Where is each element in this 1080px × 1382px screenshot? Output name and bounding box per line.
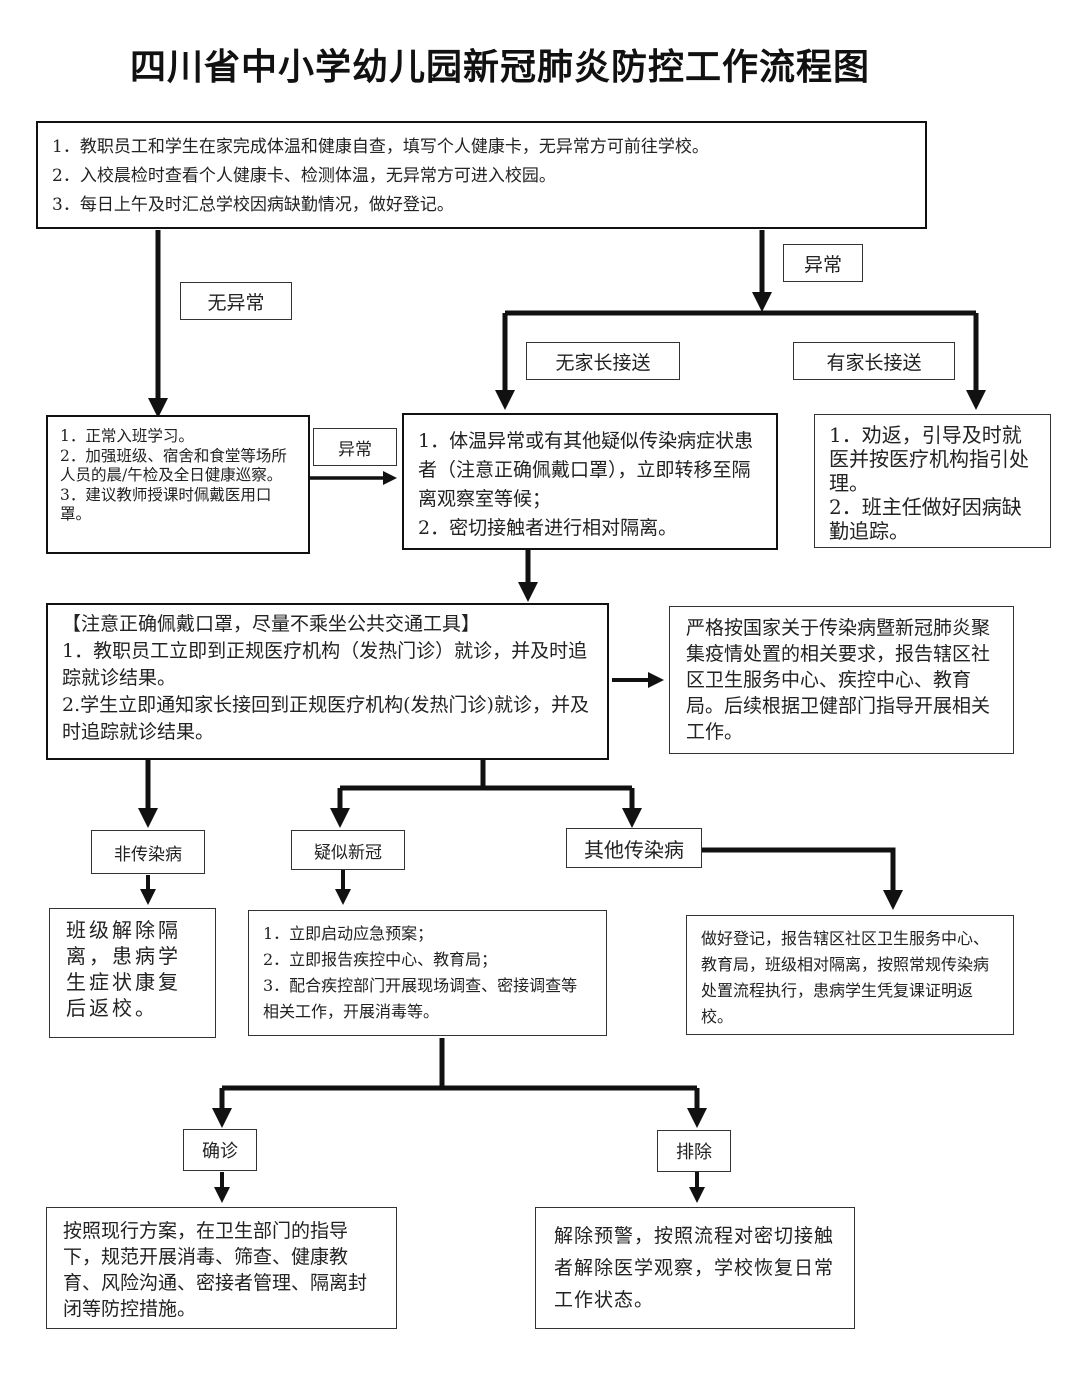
confirmed-measures-box: 按照现行方案，在卫生部门的指导下，规范开展消毒、筛查、健康教育、风险沟通、密接者… — [46, 1207, 397, 1329]
label-no-parent: 无家长接送 — [526, 342, 680, 380]
excluded-measures-box: 解除预警，按照流程对密切接触者解除医学观察，学校恢复日常工作状态。 — [535, 1207, 855, 1329]
medical-visit-box: 【注意正确佩戴口罩，尽量不乘坐公共交通工具】 1．教职员工立即到正规医疗机构（发… — [46, 603, 609, 760]
other-infectious-box: 做好登记，报告辖区社区卫生服务中心、教育局，班级相对隔离，按照常规传染病处置流程… — [686, 915, 1014, 1035]
split-line-bottom — [222, 1038, 697, 1091]
label-abnormal-top: 异常 — [783, 244, 863, 282]
non-infectious-text: 班级解除隔离，患病学生症状康复后返校。 — [66, 918, 181, 1020]
parent-pickup-box: 1．劝返，引导及时就医并按医疗机构指引处理。 2．班主任做好因病缺勤追踪。 — [814, 414, 1051, 548]
intake-check-box: 1．教职员工和学生在家完成体温和健康自查，填写个人健康卡，无异常方可前往学校。 … — [36, 121, 927, 229]
label-other-infectious: 其他传染病 — [566, 828, 702, 868]
report-requirement-text: 严格按国家关于传染病暨新冠肺炎聚集疫情处置的相关要求，报告辖区社区卫生服务中心、… — [686, 617, 991, 743]
intake-line-2: 2．入校晨检时查看个人健康卡、检测体温，无异常方可进入校园。 — [52, 166, 556, 186]
isolation-text: 1．体温异常或有其他疑似传染病症状患者（注意正确佩戴口罩），立即转移至隔离观察室… — [418, 430, 754, 539]
medical-visit-text: 【注意正确佩戴口罩，尽量不乘坐公共交通工具】 1．教职员工立即到正规医疗机构（发… — [62, 613, 589, 743]
isolation-box: 1．体温异常或有其他疑似传染病症状患者（注意正确佩戴口罩），立即转移至隔离观察室… — [402, 413, 778, 550]
report-requirement-box: 严格按国家关于传染病暨新冠肺炎聚集疫情处置的相关要求，报告辖区社区卫生服务中心、… — [669, 606, 1014, 754]
label-with-parent: 有家长接送 — [793, 342, 955, 380]
intake-line-3: 3．每日上午及时汇总学校因病缺勤情况，做好登记。 — [52, 195, 454, 215]
intake-line-1: 1．教职员工和学生在家完成体温和健康自查，填写个人健康卡，无异常方可前往学校。 — [52, 137, 709, 157]
excluded-measures-text: 解除预警，按照流程对密切接触者解除医学观察，学校恢复日常工作状态。 — [554, 1225, 835, 1311]
suspected-response-box: 1．立即启动应急预案； 2．立即报告疾控中心、教育局； 3．配合疾控部门开展现场… — [248, 910, 607, 1036]
label-suspected: 疑似新冠 — [291, 830, 405, 870]
label-normal: 无异常 — [180, 282, 292, 320]
confirmed-measures-text: 按照现行方案，在卫生部门的指导下，规范开展消毒、筛查、健康教育、风险沟通、密接者… — [63, 1220, 368, 1320]
label-excluded: 排除 — [657, 1130, 731, 1172]
arrow-other-box — [702, 847, 903, 910]
label-abnormal-mid: 异常 — [313, 428, 397, 466]
label-non-infectious: 非传染病 — [91, 830, 205, 874]
other-infectious-text: 做好登记，报告辖区社区卫生服务中心、教育局，班级相对隔离，按照常规传染病处置流程… — [701, 929, 990, 1026]
suspected-response-text: 1．立即启动应急预案； 2．立即报告疾控中心、教育局； 3．配合疾控部门开展现场… — [263, 924, 578, 1021]
normal-attendance-box: 1．正常入班学习。 2．加强班级、宿舍和食堂等场所人员的晨/午检及全日健康巡察。… — [46, 415, 310, 554]
page-title: 四川省中小学幼儿园新冠肺炎防控工作流程图 — [129, 47, 870, 88]
split-line-mid — [340, 760, 632, 791]
label-confirmed: 确诊 — [183, 1129, 257, 1171]
parent-pickup-text: 1．劝返，引导及时就医并按医疗机构指引处理。 2．班主任做好因病缺勤追踪。 — [829, 423, 1029, 543]
non-infectious-box: 班级解除隔离，患病学生症状康复后返校。 — [49, 908, 216, 1038]
normal-attendance-text: 1．正常入班学习。 2．加强班级、宿舍和食堂等场所人员的晨/午检及全日健康巡察。… — [60, 427, 287, 523]
